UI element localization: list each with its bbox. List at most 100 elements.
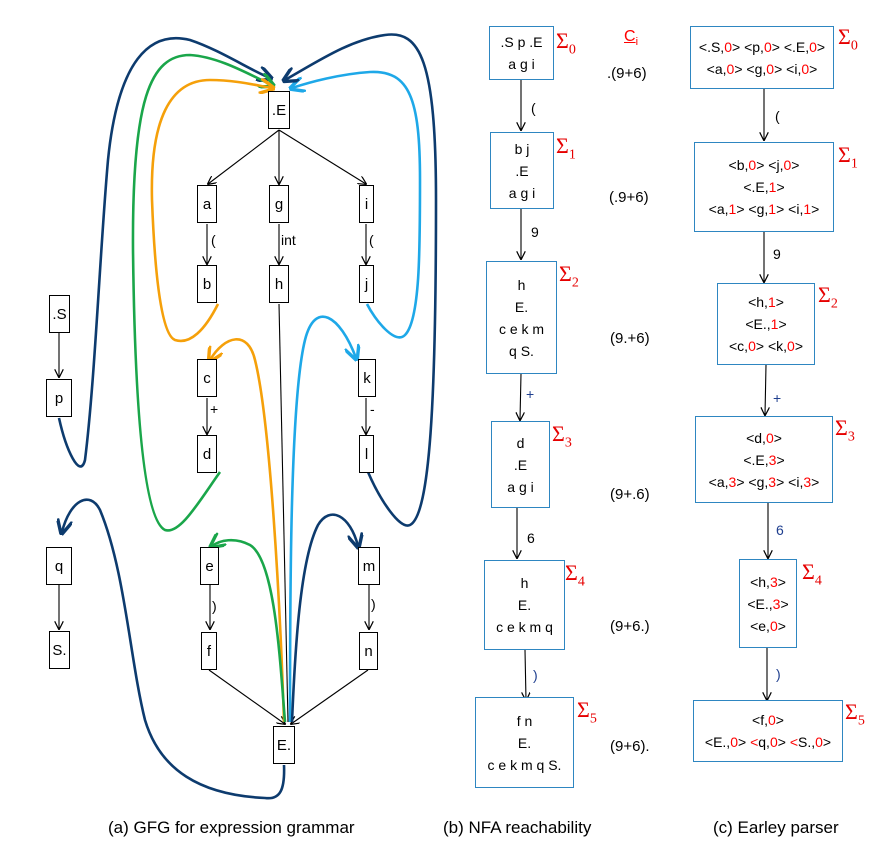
earley-item: <h,1> [748,294,784,310]
gfg-node-p: p [46,379,72,417]
gfg-node-c: c [197,359,217,397]
label-g-h: int [281,232,296,248]
earley-sigma-4: Σ4 [802,559,822,589]
gfg-node-e: e [200,547,219,585]
earley-row: <.E,1> [743,176,784,198]
earley-item: <E.,1> [745,316,787,332]
nfa-sigma-5: Σ5 [577,697,597,727]
nfa-state-line: f n [516,712,533,729]
caption-gfg: (a) GFG for expression grammar [108,818,355,837]
nfa-state-line: E. [517,734,532,751]
gfg-node-a: a [197,185,217,223]
earley-item: <i,1> [788,201,820,217]
gfg-node-f: f [201,632,217,670]
label-a-b: ( [211,232,216,248]
earley-state-5: <f,0><E.,0> <q,0> <S.,0> [693,700,843,762]
nfa-edge-2-3 [520,373,521,420]
gfg-node-endE: E. [273,726,295,764]
nfa-state-line: h [517,276,526,293]
earley-item: <.S,0> [698,38,741,55]
earley-sigma-3: Σ3 [835,415,855,445]
earley-state-4: <h,3><E.,3> <e,0> [739,559,797,648]
gfg-node-n: n [359,632,378,670]
label-m-n: ) [371,596,376,612]
nfa-state-line: .E [515,162,529,179]
nfa-state-line: h [520,575,529,591]
nfa-sigma-3: Σ3 [552,421,572,451]
nfa-state-line: E. [517,597,532,613]
edge-f-Eend [208,669,285,724]
nfa-state-line: b j [514,140,530,157]
earley-state-2: <h,1> <E.,1> <c,0> <k,0> [717,283,815,365]
earley-item: <b,0> [728,157,765,173]
earley-sigma-2: Σ2 [818,282,838,312]
nfa-state-4: h E. c e k m q [484,560,565,650]
earley-item: <e,0> [750,617,786,634]
nfa-state-line: q S. [509,342,534,359]
earley-item: <a,0> [706,60,743,77]
label-c-d: + [210,401,219,417]
earley-row: <c,0> <k,0> [729,335,803,357]
nfa-edge-4-5 [525,649,526,700]
nfa-state-line: E. [514,298,529,315]
edge-E-a [208,129,280,184]
earley-row: <.E,3> [743,449,784,471]
earley-row: <a,3> <g,3> <i,3> [709,471,820,493]
gfg-node-d: d [197,435,217,473]
earley-row: <h,1> [748,291,784,313]
earley-label-0-1: ( [775,108,780,124]
ci-value-1: (.9+6) [609,189,649,206]
nfa-state-line: .E [513,456,528,473]
gfg-node-j: j [359,265,374,303]
earley-row: <b,0> <j,0> [729,154,800,176]
gfg-node-i: i [359,185,374,223]
edge-h-Eend [278,303,289,723]
caption-earley: (c) Earley parser [713,818,839,837]
earley-item: <j,0> [768,157,800,173]
earley-label-1-2: 9 [773,246,781,262]
gfg-node-startS: .S [49,295,70,333]
earley-item: <g,1> [748,201,785,217]
gfg-node-k: k [358,359,376,397]
edge-Eend-to-m-navy [290,513,358,723]
nfa-sigma-1: Σ1 [556,133,576,163]
earley-row: <d,0> [746,427,782,449]
earley-sigma-5: Σ5 [845,699,865,729]
nfa-sigma-4: Σ4 [565,560,585,590]
earley-state-3: <d,0><.E,3><a,3> <g,3> <i,3> [695,416,833,503]
gfg-node-q: q [46,547,72,585]
edge-j-to-E-lightblue [292,70,422,339]
earley-sigma-0: Σ0 [838,24,858,54]
gfg-node-startE: .E [268,91,290,129]
earley-sigma-1: Σ1 [838,142,858,172]
nfa-label-0-1: ( [531,100,536,116]
earley-item: <g,3> [748,473,785,490]
ci-value-5: (9+6). [610,738,650,755]
earley-row: <h,3> [750,571,786,593]
earley-item: <k,0> [767,338,803,354]
nfa-state-line: .S p .E [500,34,543,50]
nfa-state-line: c e k m q [496,619,553,635]
nfa-state-1: b j .E a g i [490,132,554,209]
earley-label-2-3: + [773,390,782,406]
gfg-node-endS: S. [49,631,70,669]
nfa-label-1-2: 9 [531,224,539,240]
label-i-j: ( [369,232,374,248]
earley-state-1: <b,0> <j,0><.E,1><a,1> <g,1> <i,1> [694,142,834,232]
edge-b-to-E-orange [150,80,272,343]
caption-nfa: (b) NFA reachability [443,818,592,837]
earley-item: <p,0> [744,38,780,55]
nfa-state-line: a g i [507,478,534,495]
nfa-state-line: a g i [508,56,535,72]
nfa-state-line: c e k m q S. [487,756,562,773]
nfa-sigma-0: Σ0 [556,28,576,58]
earley-item: <.E,0> [783,38,826,55]
earley-row: <f,0> [752,709,784,731]
edge-l-to-E-navy [285,33,438,527]
earley-edge-2-3 [765,364,766,415]
label-e-f: ) [212,598,217,614]
earley-item: <i,3> [788,473,820,490]
earley-row: <E.,3> [747,593,788,615]
earley-label-4-5: ) [776,666,781,682]
nfa-state-3: d .E a g i [491,421,550,508]
